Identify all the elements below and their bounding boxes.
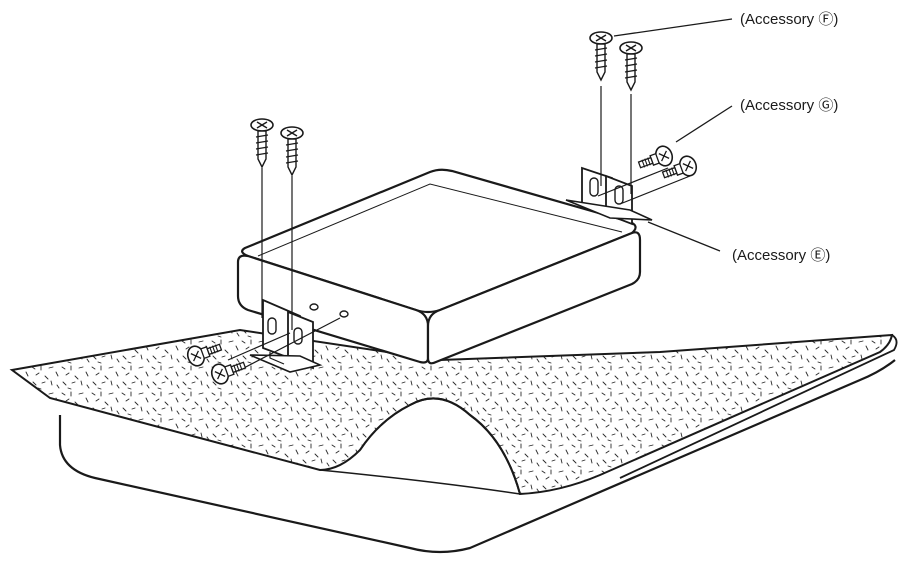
callout-accessory-e: (Accessory Ⓔ) xyxy=(732,247,830,264)
mounting-bracket-left xyxy=(249,298,323,373)
callout-accessory-f: (Accessory Ⓕ) xyxy=(740,11,838,28)
bolt-with-washer-icon xyxy=(186,145,698,385)
callout-accessory-g: (Accessory Ⓖ) xyxy=(740,97,838,114)
tapping-screw-icon xyxy=(250,31,643,177)
leader-lines xyxy=(613,18,733,252)
mounting-bracket-right xyxy=(565,166,653,226)
guide-lines xyxy=(227,86,691,371)
mounting-surface xyxy=(9,328,898,554)
unit-box xyxy=(236,168,642,365)
